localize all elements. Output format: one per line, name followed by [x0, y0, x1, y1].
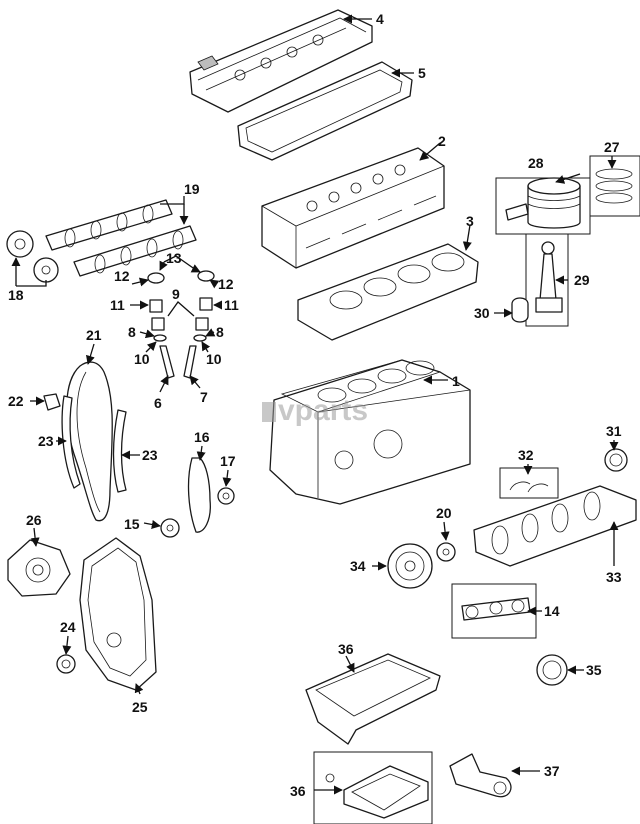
- leader-lines: [11, 14, 619, 795]
- callout-4: 4: [376, 11, 384, 27]
- callout-10-left: 10: [134, 351, 150, 367]
- water-pump-part-26: [7, 539, 71, 597]
- callout-10-right: 10: [206, 351, 222, 367]
- callout-8-right: 8: [216, 324, 224, 340]
- callout-24: 24: [60, 619, 76, 635]
- callout-8-left: 8: [128, 324, 136, 340]
- balance-shaft-part-14: [451, 583, 537, 639]
- timing-chain-part-21: [65, 361, 113, 522]
- oil-pan-upper-part-36: [305, 653, 441, 745]
- chain-tensioner-part-22: [43, 393, 61, 411]
- valve-cover-gasket-part-5: [237, 61, 413, 161]
- callout-19: 19: [184, 181, 200, 197]
- callout-28: 28: [528, 155, 544, 171]
- oil-pump-sprocket-part-17: [217, 487, 235, 505]
- main-bearings-part-32: [499, 467, 559, 499]
- callout-2: 2: [438, 133, 446, 149]
- valve-cover-part-4: [189, 9, 373, 113]
- valve-train-parts: [147, 270, 215, 379]
- piston-part-28: [505, 177, 581, 229]
- callout-6: 6: [154, 395, 162, 411]
- callout-27: 27: [604, 139, 620, 155]
- callout-11-left: 11: [110, 297, 125, 313]
- callout-18: 18: [8, 287, 24, 303]
- watermark-logo-icon: [262, 402, 276, 422]
- oil-seal-part-35: [536, 654, 568, 686]
- callout-numbers: 1 2 3 4 5 6 7 8 8 9 10 10 11 11 12 12 13…: [8, 11, 622, 799]
- head-gasket-part-3: [297, 243, 479, 341]
- crankshaft-part-33: [473, 485, 637, 567]
- watermark: vparts: [262, 394, 368, 427]
- callout-35: 35: [586, 662, 602, 678]
- front-seal-part-24: [56, 654, 76, 674]
- callout-34: 34: [350, 558, 366, 574]
- rear-seal-part-31: [604, 448, 628, 472]
- callout-12-right: 12: [218, 276, 234, 292]
- callout-23-right: 23: [142, 447, 158, 463]
- callout-25: 25: [132, 699, 148, 715]
- rod-bearing-part-30: [511, 297, 529, 323]
- cylinder-head-part-2: [261, 147, 445, 269]
- callout-17: 17: [220, 453, 236, 469]
- callout-30: 30: [474, 305, 490, 321]
- callout-1: 1: [452, 373, 460, 389]
- callout-3: 3: [466, 213, 474, 229]
- callout-13: 13: [166, 250, 182, 266]
- callout-12-left: 12: [114, 268, 130, 284]
- oil-pan-lower-part-36: [313, 751, 433, 824]
- crank-pulley-part-34: [387, 543, 433, 589]
- callout-23-left: 23: [38, 433, 54, 449]
- piston-rings-part-27: [589, 155, 640, 217]
- engine-block-part-1: [269, 359, 471, 505]
- callout-20: 20: [436, 505, 452, 521]
- oil-strainer-part-37: [449, 753, 512, 798]
- watermark-text: vparts: [278, 394, 368, 427]
- callout-7: 7: [200, 389, 208, 405]
- callout-33: 33: [606, 569, 622, 585]
- chain-guides-part-23: [61, 395, 127, 493]
- callout-22: 22: [8, 393, 24, 409]
- callout-37: 37: [544, 763, 560, 779]
- camshafts-part-19: [45, 199, 197, 277]
- callout-21: 21: [86, 327, 102, 343]
- crank-sprocket-part-15: [160, 518, 180, 538]
- callout-26: 26: [26, 512, 42, 528]
- callout-14: 14: [544, 603, 560, 619]
- callout-29: 29: [574, 272, 590, 288]
- callout-11-right: 11: [224, 297, 239, 313]
- callout-32: 32: [518, 447, 534, 463]
- callout-5: 5: [418, 65, 426, 81]
- callout-36-upper: 36: [338, 641, 354, 657]
- oil-pump-chain-part-16: [187, 457, 211, 533]
- crank-gear-part-20: [436, 542, 456, 562]
- callout-36-lower: 36: [290, 783, 306, 799]
- callout-16: 16: [194, 429, 210, 445]
- callout-9: 9: [172, 286, 180, 302]
- callout-15: 15: [124, 516, 140, 532]
- callout-31: 31: [606, 423, 622, 439]
- timing-cover-part-25: [79, 537, 157, 691]
